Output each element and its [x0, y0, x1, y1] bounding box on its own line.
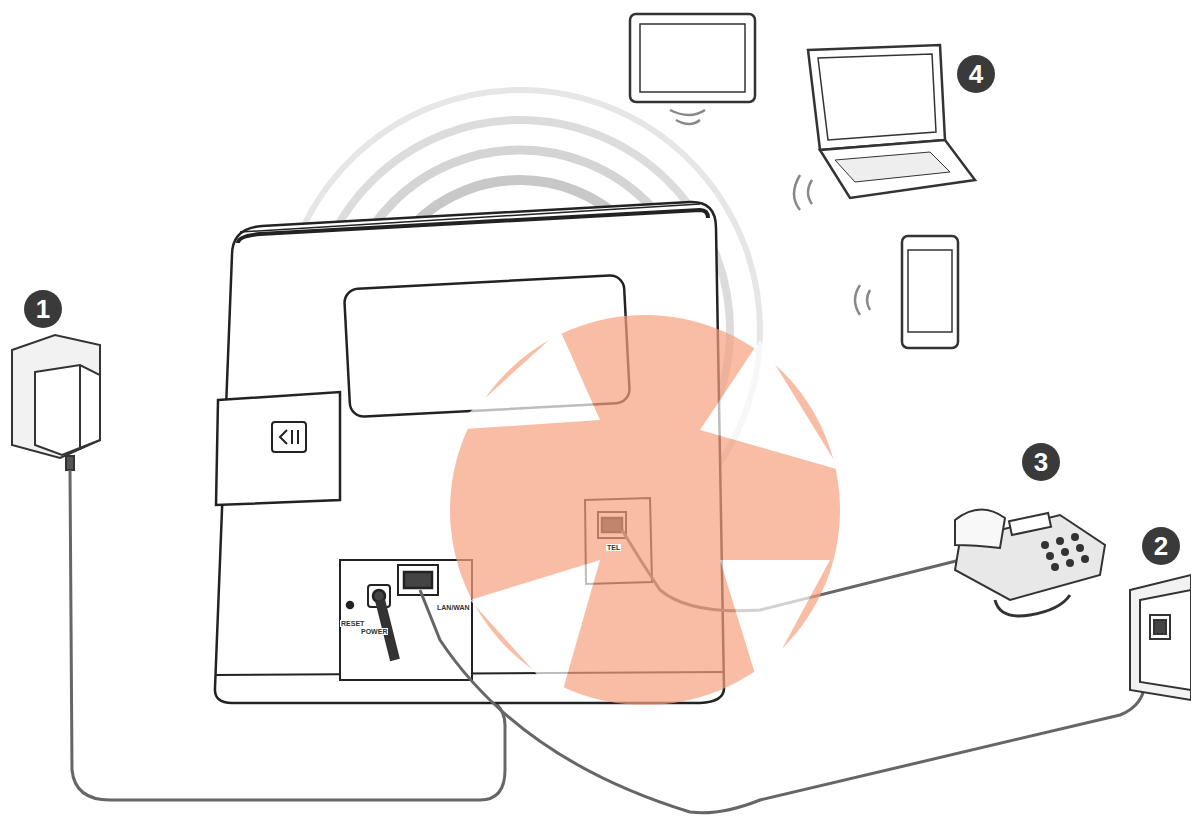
callout-number: 1 [24, 290, 62, 328]
smartphone [855, 236, 958, 348]
port-label: RESET [340, 620, 365, 627]
callout-number: 4 [957, 55, 995, 93]
power-adapter [12, 335, 100, 470]
wall-socket [1130, 575, 1191, 700]
laptop [794, 45, 975, 210]
tablet [630, 14, 755, 124]
callout-number: 2 [1142, 527, 1180, 565]
telephone [955, 509, 1105, 616]
callout-number: 3 [1022, 443, 1060, 481]
watermark-logo [450, 315, 840, 705]
port-label: LAN/WAN [436, 604, 471, 611]
port-label: POWER [360, 628, 388, 635]
port-label: TEL [606, 544, 621, 551]
